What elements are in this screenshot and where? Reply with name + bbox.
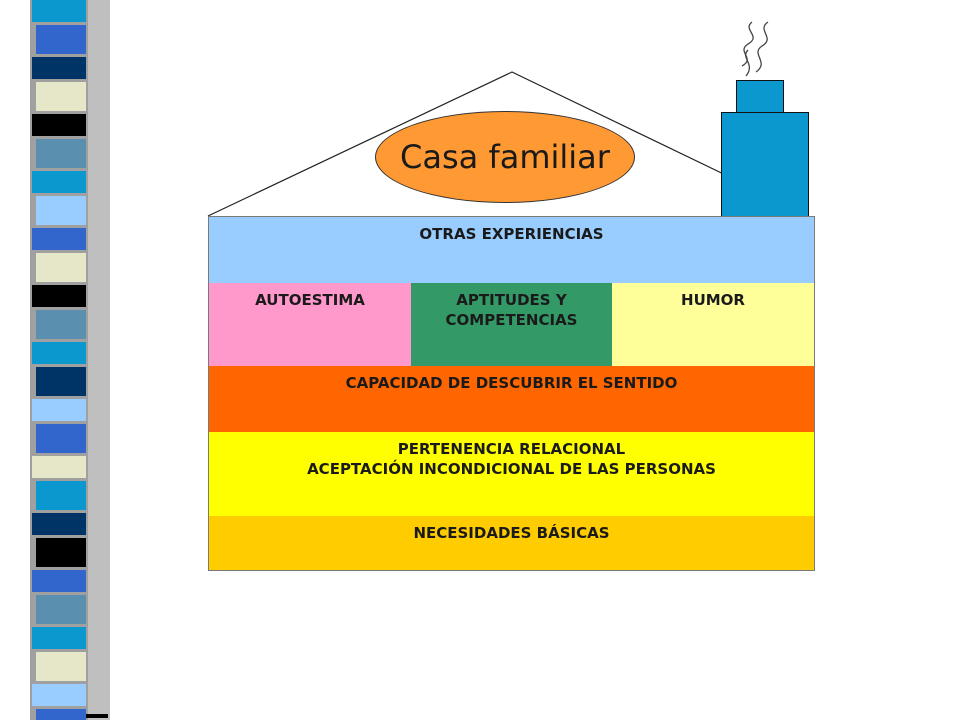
- layer-capacidad-sentido: CAPACIDAD DE DESCUBRIR EL SENTIDO: [209, 366, 814, 432]
- chimney-top: [736, 80, 784, 113]
- strip-block: [36, 709, 86, 720]
- strip-block: [36, 538, 86, 567]
- strip-block: [36, 367, 86, 396]
- strip-block: [32, 0, 86, 22]
- strip-block: [36, 310, 86, 339]
- strip-block: [36, 25, 86, 54]
- layer-pertenencia: PERTENENCIA RELACIONAL ACEPTACIÓN INCOND…: [209, 432, 814, 516]
- strip-block: [32, 285, 86, 307]
- layer-label-line2: COMPETENCIAS: [445, 311, 578, 329]
- layer-otras-experiencias: OTRAS EXPERIENCIAS: [209, 217, 814, 283]
- strip-block: [32, 342, 86, 364]
- layer-label: NECESIDADES BÁSICAS: [413, 524, 610, 542]
- strip-block: [36, 481, 86, 510]
- decorative-side-strip: [0, 0, 110, 720]
- strip-block: [32, 399, 86, 421]
- strip-block: [36, 139, 86, 168]
- strip-block: [32, 228, 86, 250]
- house-title: Casa familiar: [375, 111, 635, 203]
- strip-block: [32, 684, 86, 706]
- strip-block: [32, 456, 86, 478]
- layer-label: CAPACIDAD DE DESCUBRIR EL SENTIDO: [345, 374, 678, 392]
- layer-label-line1: PERTENENCIA RELACIONAL: [397, 440, 626, 458]
- house-title-text: Casa familiar: [400, 138, 610, 176]
- strip-block: [36, 652, 86, 681]
- layer-label-line2: ACEPTACIÓN INCONDICIONAL DE LAS PERSONAS: [307, 460, 716, 478]
- chimney: [721, 112, 809, 218]
- house-body: OTRAS EXPERIENCIAS AUTOESTIMA APTITUDES …: [208, 216, 815, 571]
- layer-middle-row: AUTOESTIMA APTITUDES Y COMPETENCIAS HUMO…: [209, 283, 814, 366]
- strip-block: [36, 196, 86, 225]
- strip-block: [32, 114, 86, 136]
- strip-block: [36, 82, 86, 111]
- strip-block: [32, 513, 86, 535]
- smoke-icon: [741, 21, 769, 77]
- layer-necesidades-basicas: NECESIDADES BÁSICAS: [209, 516, 814, 570]
- layer-autoestima: AUTOESTIMA: [209, 283, 411, 366]
- layer-label: AUTOESTIMA: [255, 291, 365, 309]
- strip-block: [36, 595, 86, 624]
- strip-block: [32, 57, 86, 79]
- strip-block: [32, 570, 86, 592]
- layer-label: OTRAS EXPERIENCIAS: [419, 225, 604, 243]
- strip-block: [32, 627, 86, 649]
- layer-humor: HUMOR: [612, 283, 814, 366]
- strip-block: [32, 171, 86, 193]
- layer-aptitudes: APTITUDES Y COMPETENCIAS: [411, 283, 612, 366]
- layer-label: HUMOR: [681, 291, 745, 309]
- strip-block: [36, 424, 86, 453]
- strip-block: [36, 253, 86, 282]
- layer-label-line1: APTITUDES Y: [456, 291, 567, 309]
